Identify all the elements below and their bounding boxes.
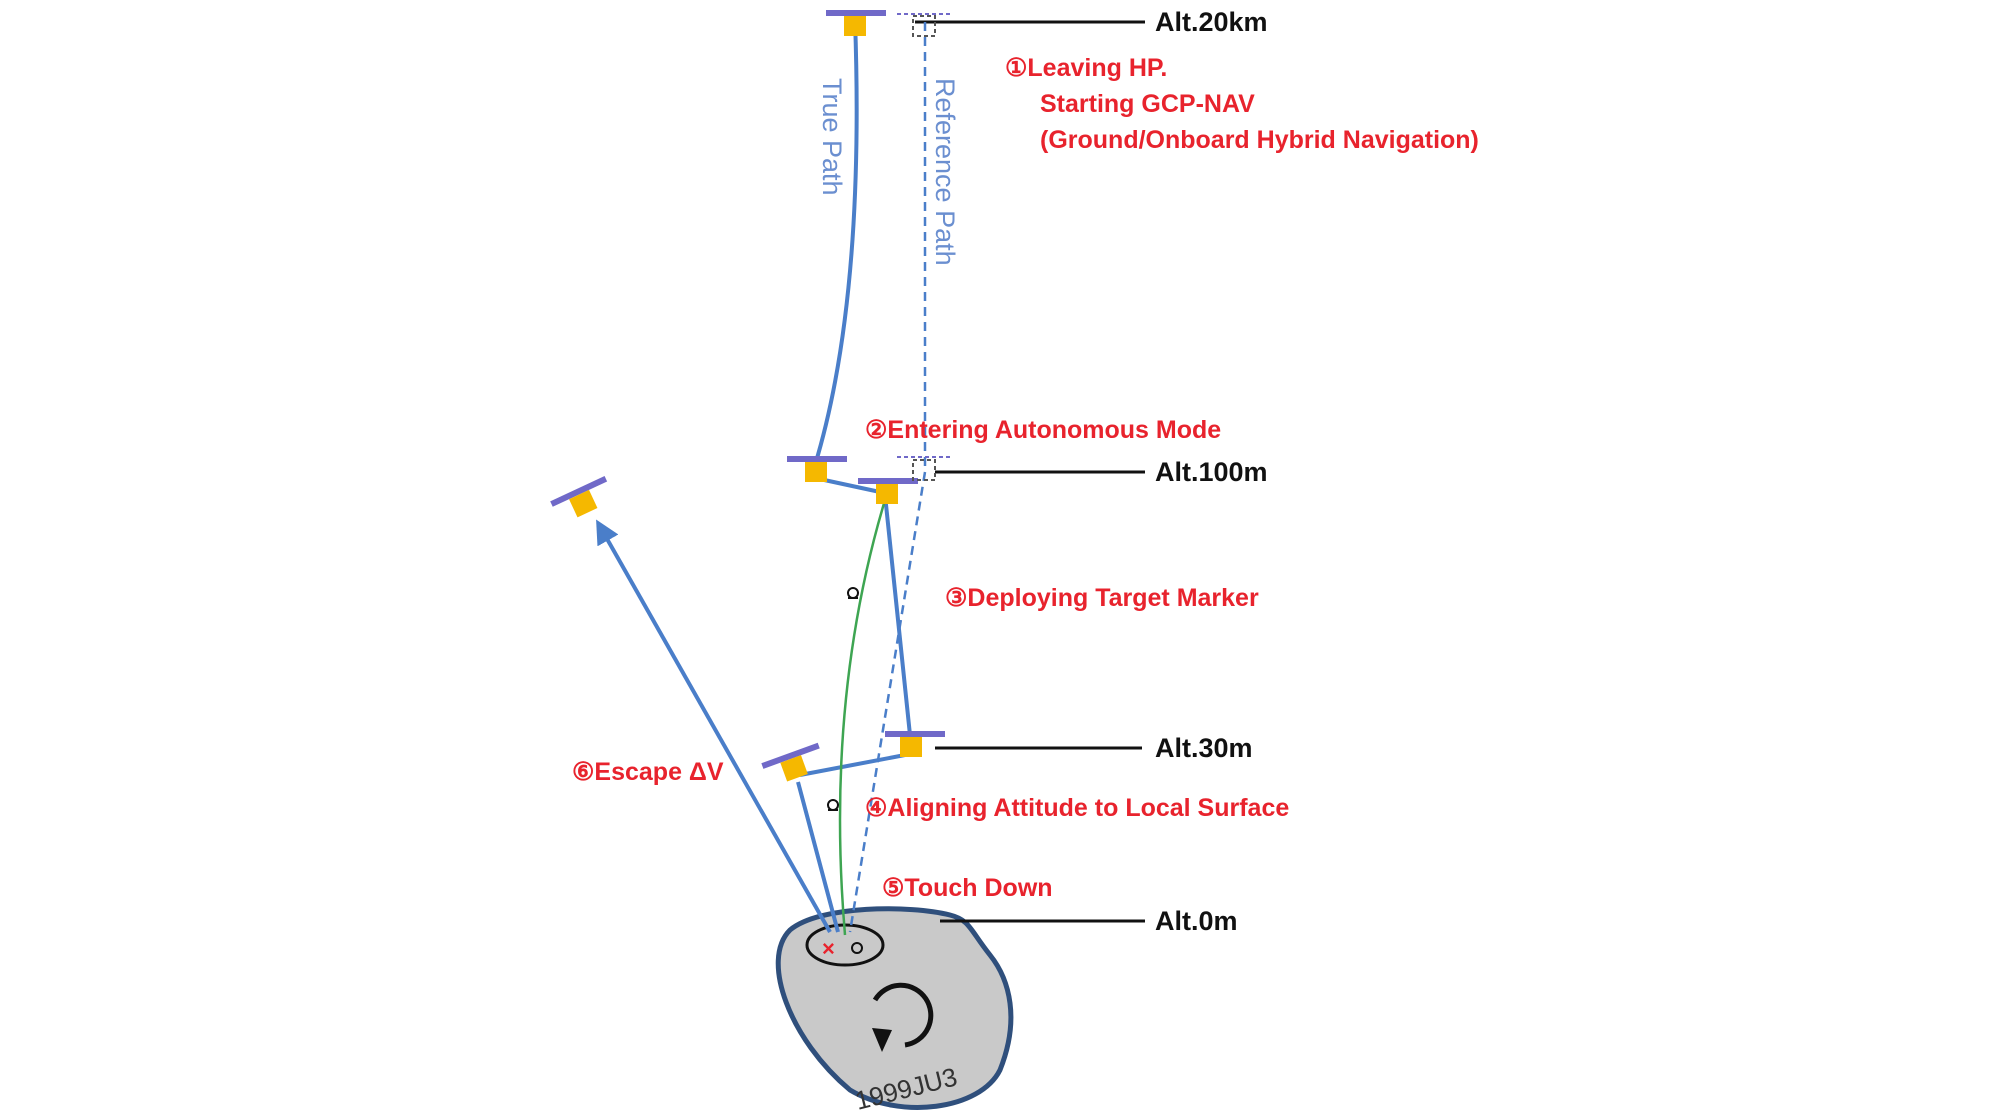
true-path-descent	[883, 494, 912, 736]
target-marker-on-surface	[851, 942, 863, 954]
escape-arrow	[596, 519, 832, 933]
asteroid-body	[775, 906, 1014, 1110]
step1-label-line2: Starting GCP-NAV	[1040, 90, 1255, 118]
spacecraft-alt20km-true	[826, 10, 886, 36]
target-marker-icon	[827, 799, 839, 811]
spacecraft-aligning	[761, 742, 820, 782]
step4-label: ④Aligning Attitude to Local Surface	[865, 794, 1289, 822]
true-path-label: True Path	[817, 78, 847, 196]
rotation-arrow-icon	[872, 982, 934, 1048]
rotation-arrowhead	[872, 1028, 892, 1052]
true-path-align	[799, 753, 906, 777]
step2-label: ②Entering Autonomous Mode	[865, 416, 1221, 444]
alt100m-label: Alt.100m	[1155, 457, 1268, 487]
alt20km-label: Alt.20km	[1155, 7, 1268, 37]
reference-path-label: Reference Path	[930, 78, 960, 266]
touchdown-x-mark: ×	[822, 936, 835, 961]
spacecraft-alt100m-reference	[897, 456, 950, 481]
step5-label: ⑤Touch Down	[882, 874, 1053, 902]
true-path-touchdown	[796, 781, 840, 933]
step1-label-line3: (Ground/Onboard Hybrid Navigation)	[1040, 126, 1479, 154]
spacecraft-alt100m-autonomous	[787, 456, 847, 482]
spacecraft-escape	[550, 476, 608, 518]
asteroid: 1999JU3 ×	[775, 906, 1014, 1114]
spacecraft-alt20km-reference	[897, 13, 950, 37]
target-marker-icon	[847, 587, 859, 599]
alt0m-label: Alt.0m	[1155, 906, 1238, 936]
target-marker-path	[838, 499, 887, 936]
spacecraft-alt30m	[885, 731, 945, 757]
step3-label: ③Deploying Target Marker	[945, 584, 1259, 612]
true-path-line	[813, 19, 859, 466]
step6-label: ⑥Escape ΔV	[572, 758, 724, 786]
reference-path-line	[848, 22, 927, 933]
alt30m-label: Alt.30m	[1155, 733, 1253, 763]
spacecraft-alt100m-hover	[858, 478, 918, 504]
step1-label-line1: ①Leaving HP.	[1005, 54, 1167, 82]
